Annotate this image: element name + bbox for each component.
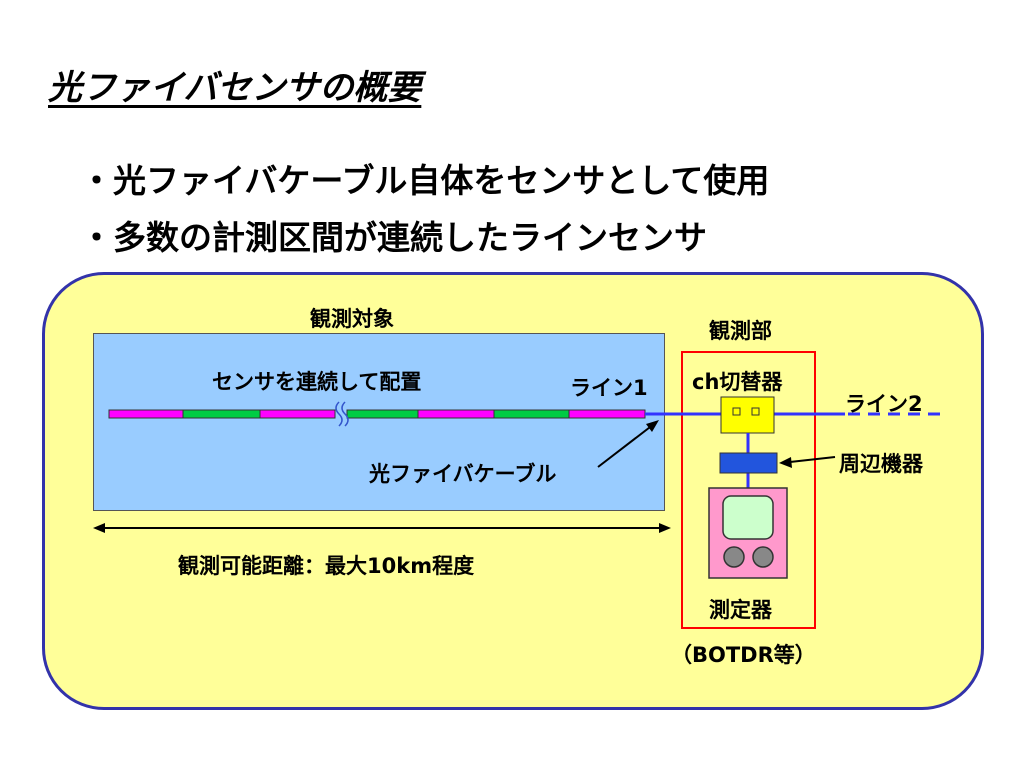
instrument-label: 測定器 xyxy=(709,598,772,622)
peripheral-device-box xyxy=(719,452,778,474)
switch-port-icon xyxy=(732,407,741,416)
measuring-instrument-icon xyxy=(708,487,788,579)
sensor-segment xyxy=(417,409,495,419)
line2-label: ライン2 xyxy=(845,392,923,416)
line1-label: ライン1 xyxy=(570,376,648,400)
range-arrowhead-right xyxy=(659,523,671,533)
sensor-segment xyxy=(568,409,646,419)
cable-label: 光ファイバケーブル xyxy=(369,462,557,486)
sensors-label: センサを連続して配置 xyxy=(212,370,422,394)
sensor-segment xyxy=(493,409,570,419)
sensor-segment xyxy=(346,409,419,419)
channel-switch-box xyxy=(720,396,775,434)
slide-title: 光ファイバセンサの概要 xyxy=(48,68,422,108)
sensor-segment xyxy=(259,409,336,419)
bullet-item: ・光ファイバケーブル自体をセンサとして使用 xyxy=(80,161,770,200)
observation-target-area xyxy=(93,333,665,511)
switch-label: ch切替器 xyxy=(692,370,783,394)
range-label: 観測可能距離：最大10km程度 xyxy=(178,554,475,578)
break-mark-icon xyxy=(335,401,349,427)
cable-pointer-arrowhead xyxy=(646,420,659,432)
instrument-example-label: （BOTDR等） xyxy=(671,643,816,667)
switch-port-icon xyxy=(751,407,760,416)
peripheral-pointer-arrowhead xyxy=(779,457,792,468)
range-arrowhead-left xyxy=(93,523,105,533)
peripheral-pointer-arrow xyxy=(789,456,836,463)
target-label: 観測対象 xyxy=(310,307,394,331)
sensor-chain xyxy=(108,409,646,419)
cable-pointer-arrow xyxy=(597,423,655,468)
station-label: 観測部 xyxy=(709,319,772,343)
observation-station-box xyxy=(681,351,816,629)
bullet-item: ・多数の計測区間が連続したラインセンサ xyxy=(80,218,707,257)
peripheral-label: 周辺機器 xyxy=(839,452,923,476)
sensor-segment xyxy=(182,409,261,419)
sensor-segment xyxy=(108,409,184,419)
